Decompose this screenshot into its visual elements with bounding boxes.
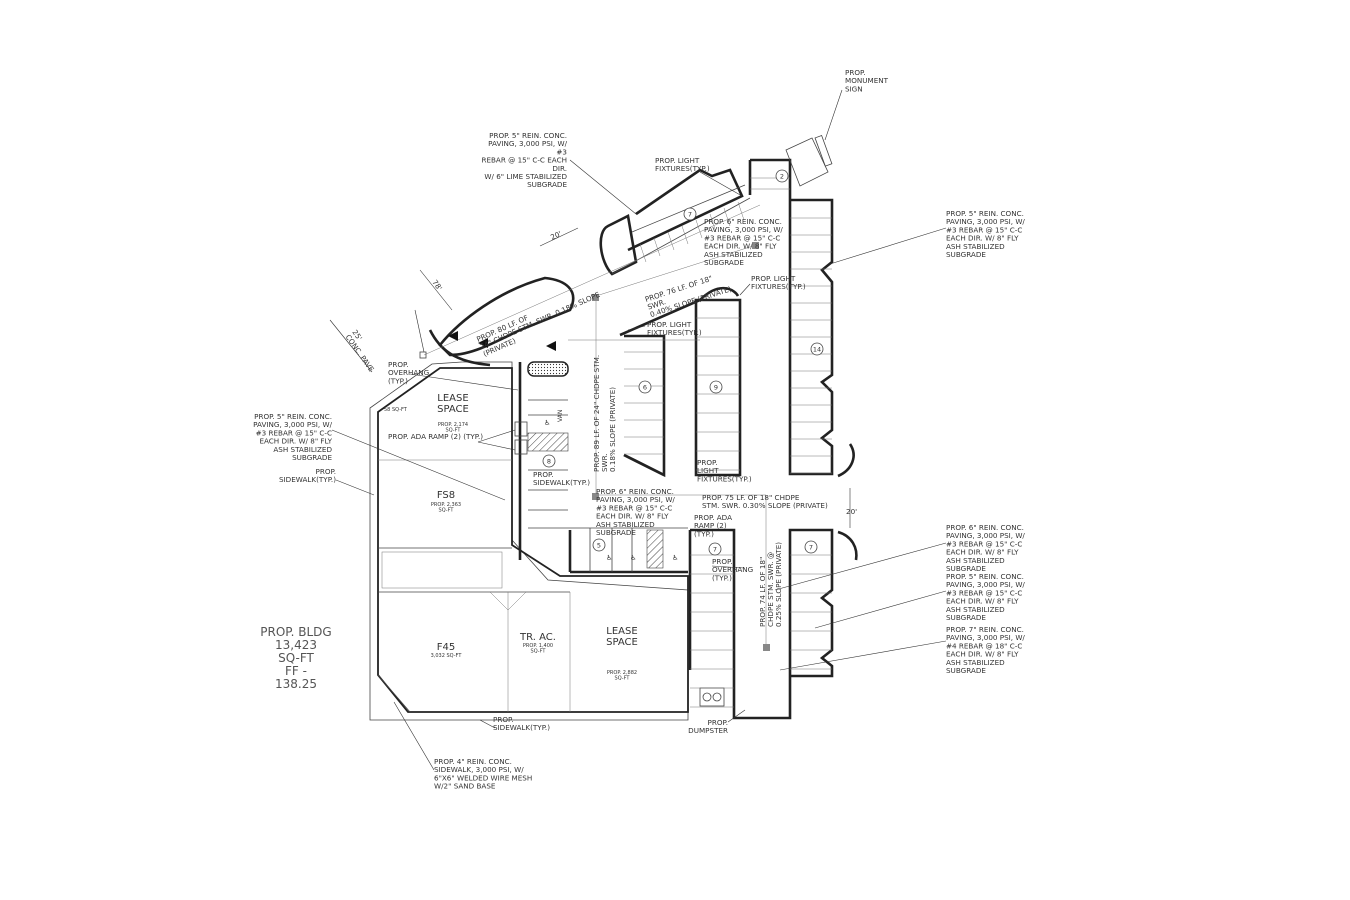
stall-line [681, 225, 689, 245]
note-paving-right-top: PROP. 5" REIN. CONC.PAVING, 3,000 PSI, W… [946, 209, 1025, 259]
stall-count-label: 7 [713, 546, 717, 554]
accessible-parking-icon: ♿ [544, 418, 550, 427]
note-paving-mid-low: PROP. 6" REIN. CONC.PAVING, 3,000 PSI, W… [596, 487, 675, 537]
stall-line [709, 213, 717, 233]
note-sidewalk-note: PROP. 4" REIN. CONC.SIDEWALK, 3,000 PSI,… [434, 757, 532, 791]
note-paving-mid: PROP. 6" REIN. CONC.PAVING, 3,000 PSI, W… [704, 217, 783, 267]
stall-count-s14: 14 [810, 342, 824, 356]
note-paving-top-left: PROP. 5" REIN. CONC.PAVING, 3,000 PSI, W… [481, 131, 567, 189]
stall-line [653, 237, 661, 257]
stall-count-s8: 8 [542, 454, 556, 468]
room-name-trac: TR. AC. [519, 632, 556, 643]
stall-count-s6: 6 [638, 380, 652, 394]
stall-count-s2: 2 [775, 169, 789, 183]
note-pipe-74: PROP. 74 LF. OF 18"CHDPE STM. SWR. @0.25… [758, 542, 783, 627]
stall-count-s7a: 7 [683, 207, 697, 221]
stall-count-label: 2 [780, 173, 784, 181]
note-paving-right-7: PROP. 7" REIN. CONC.PAVING, 3,000 PSI, W… [946, 625, 1025, 675]
note-pipe-89: PROP. 89 LF. OF 24" CHDPE STM.SWR.0.18% … [592, 355, 617, 472]
stall-line [695, 219, 703, 239]
stall-count-s5: 5 [592, 538, 606, 552]
stall-count-label: 7 [809, 544, 813, 552]
accessible-parking-icon: ♿ [630, 553, 636, 562]
note-dim-20-top: 20' [549, 229, 563, 242]
stall-count-s9: 9 [709, 380, 723, 394]
stall-line [639, 243, 647, 263]
note-dim-20-right: 20' [846, 507, 857, 516]
room-area-f45: 3,032 SQ-FT [431, 653, 463, 659]
accessible-parking-icon: ♿ [672, 553, 678, 562]
stall-count-label: 8 [547, 458, 551, 466]
stall-line [667, 231, 675, 251]
parking-stall-lines [624, 177, 832, 708]
note-sidewalk-mid: PROP.SIDEWALK(TYP.) [533, 470, 590, 487]
accessible-parking-icon: ♿ [606, 553, 612, 562]
stall-count-label: 5 [597, 542, 601, 550]
note-overhang-1: PROP.OVERHANG(TYP.) [388, 360, 429, 385]
note-ada-ramp-1: PROP. ADA RAMP (2) (TYP.) [388, 432, 483, 441]
stall-line [723, 207, 731, 227]
building-outline [369, 361, 689, 721]
leader-lines [329, 89, 947, 771]
stall-count-label: 7 [688, 211, 692, 219]
note-paving-right-6: PROP. 6" REIN. CONC.PAVING, 3,000 PSI, W… [946, 523, 1025, 573]
stall-count-label: 14 [813, 346, 821, 354]
stall-count-label: 6 [643, 384, 647, 392]
note-sidewalk-bottom: PROP.SIDEWALK(TYP.) [493, 715, 550, 732]
van-label: VAN [557, 410, 564, 422]
stall-count-s7c: 7 [804, 540, 818, 554]
note-overhang-2: PROP.OVERHANG(TYP.) [712, 557, 753, 582]
note-paving-right-5: PROP. 5" REIN. CONC.PAVING, 3,000 PSI, W… [946, 572, 1025, 622]
note-sqft-58: 58 SQ-FT [384, 407, 408, 413]
note-dumpster: PROP.DUMPSTER [688, 718, 728, 735]
stall-count-s7b: 7 [708, 542, 722, 556]
room-name-fs8: FS8 [437, 490, 455, 501]
stall-line [737, 201, 745, 221]
parking-islands [428, 135, 858, 720]
stall-count-label: 9 [714, 384, 718, 392]
note-paving-left: PROP. 5" REIN. CONC.PAVING, 3,000 PSI, W… [253, 412, 332, 462]
sidewalk-and-curbs [514, 361, 688, 574]
note-sidewalk-left: PROP.SIDEWALK(TYP.) [279, 467, 336, 484]
room-name-f45: F45 [437, 642, 455, 653]
